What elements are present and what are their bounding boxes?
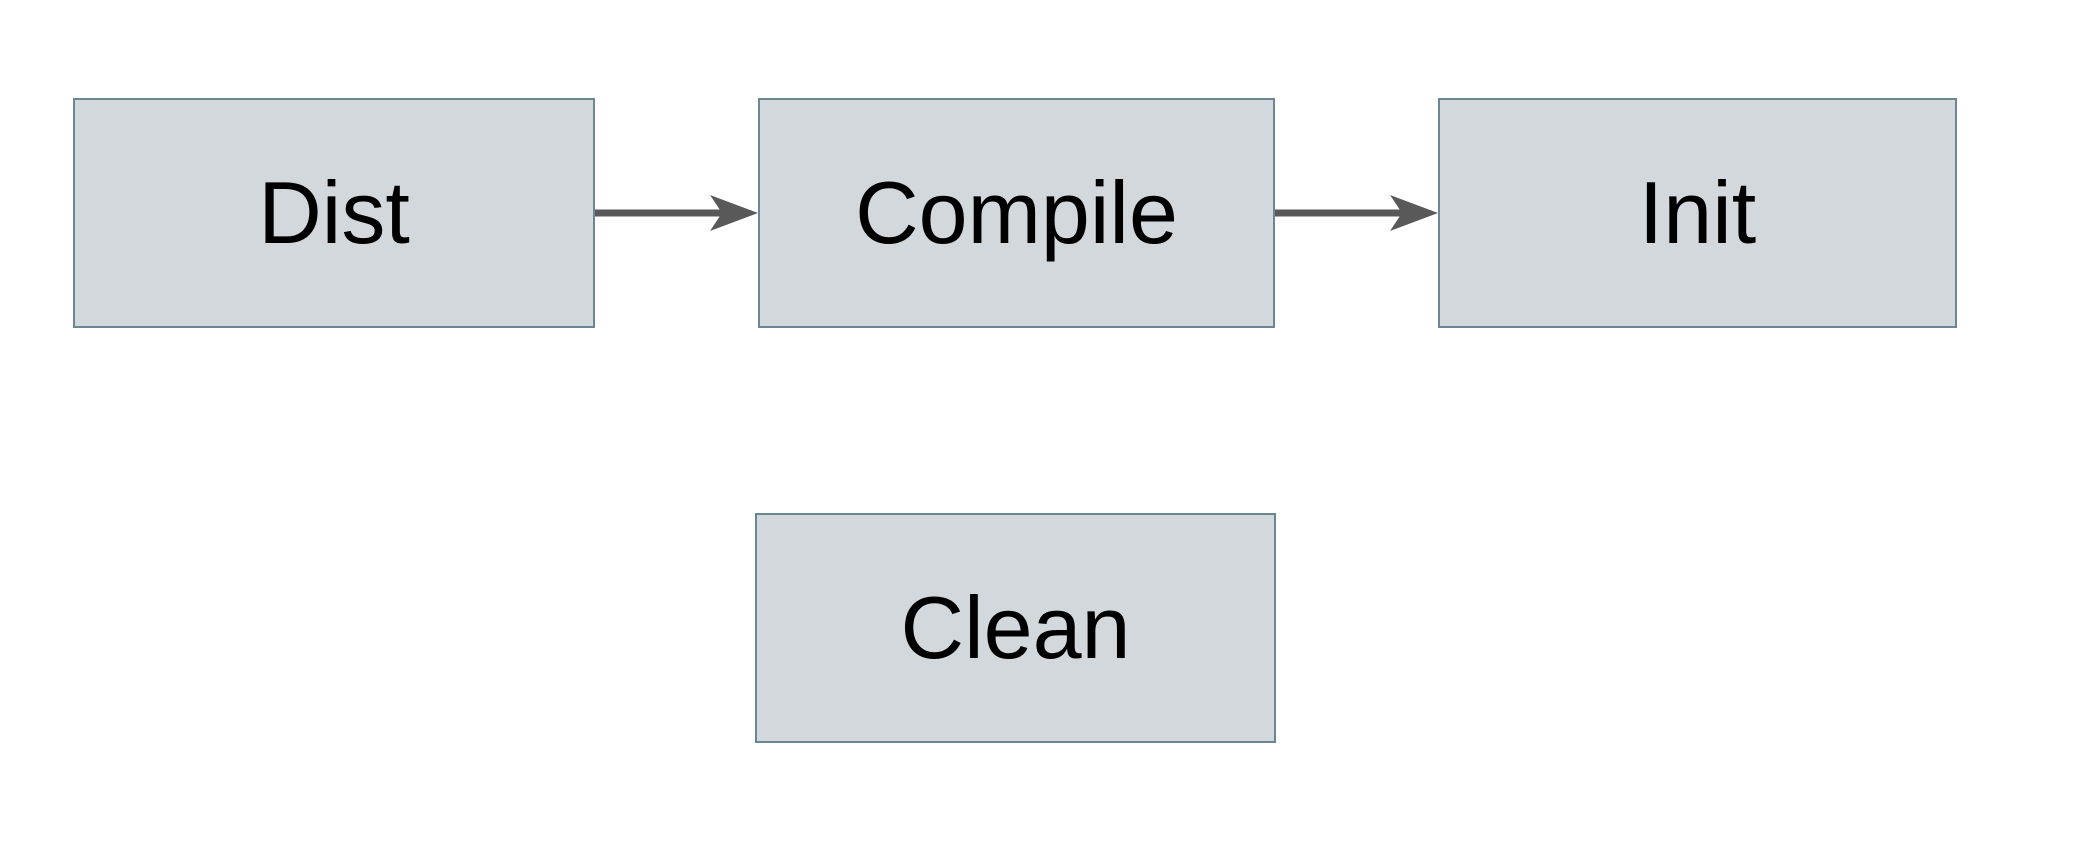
arrow-dist-compile — [595, 195, 758, 231]
arrow-compile-init — [1275, 195, 1438, 231]
node-init-label: Init — [1638, 163, 1757, 262]
node-clean[interactable]: Clean — [755, 513, 1276, 743]
arrowhead-icon — [1390, 195, 1438, 231]
arrowhead-icon — [710, 195, 758, 231]
node-init[interactable]: Init — [1438, 98, 1957, 328]
node-dist-label: Dist — [258, 163, 410, 262]
node-dist[interactable]: Dist — [73, 98, 595, 328]
node-clean-label: Clean — [900, 578, 1131, 677]
node-compile-label: Compile — [855, 163, 1178, 262]
node-compile[interactable]: Compile — [758, 98, 1275, 328]
